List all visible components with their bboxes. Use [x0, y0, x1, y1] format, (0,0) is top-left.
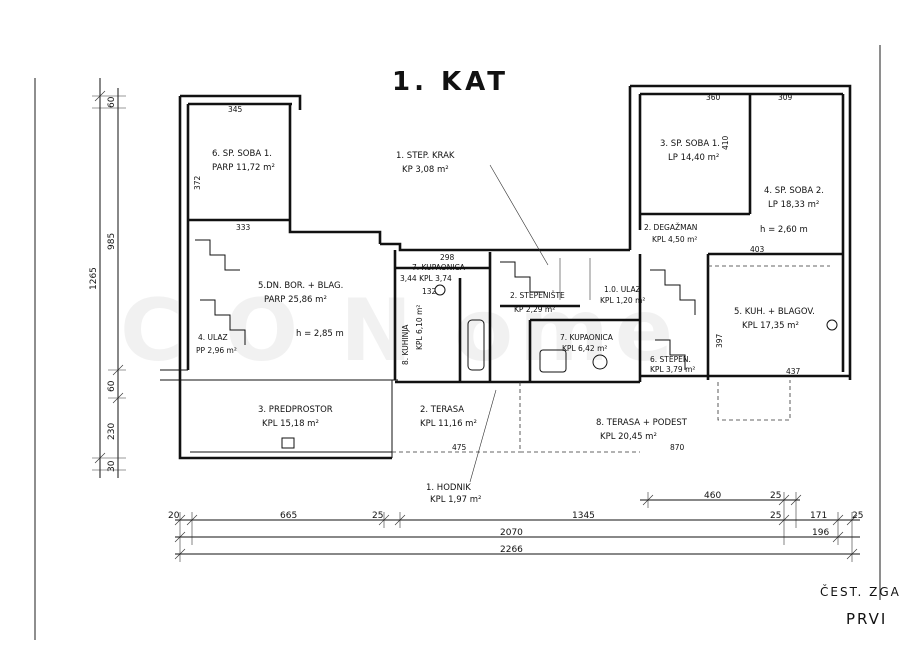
terasa-2-area: KPL 11,16 m²	[420, 419, 477, 429]
dim-60-top: 60	[107, 96, 117, 108]
note-prvi: PRVI	[846, 610, 887, 628]
stepkrak-name: 1. STEP. KRAK	[396, 151, 455, 161]
dim-665: 665	[280, 511, 297, 521]
dim-309: 309	[778, 93, 793, 102]
stepen-6-name: 6. STEPEN.	[650, 355, 691, 364]
kuhinja-8-area: KPL 6,10 m²	[415, 305, 424, 350]
dim-397: 397	[715, 333, 724, 348]
dim-460: 460	[704, 491, 721, 501]
room-4-name: 4. SP. SOBA 2.	[764, 186, 824, 196]
kupaonica-7a-name: 7. KUPAONICA	[412, 263, 466, 272]
dim-410: 410	[721, 135, 730, 150]
hodnik-leader-line	[469, 389, 497, 483]
hodnik-area: KPL 1,97 m²	[430, 495, 481, 505]
degazman-area: KPL 4,50 m²	[652, 235, 697, 244]
dim-1265: 1265	[89, 267, 99, 290]
room-3-area: LP 14,40 m²	[668, 153, 719, 163]
room-4-ulaz-name: 4. ULAZ	[198, 333, 228, 342]
room-6-name: 6. SP. SOBA 1.	[212, 149, 272, 159]
dashed-outlines	[392, 265, 830, 453]
dim-60-mid: 60	[107, 380, 117, 392]
dim-403: 403	[750, 245, 765, 254]
dim-2266: 2266	[500, 545, 523, 555]
room-4-ulaz-area: PP 2,96 m²	[196, 346, 237, 355]
dim-1345: 1345	[572, 511, 595, 521]
ulaz-1-area: KPL 1,20 m²	[600, 296, 645, 305]
bottom-dimension-chain	[174, 492, 860, 562]
dim-870: 870	[670, 443, 685, 452]
room-5-dn-name: 5.DN. BOR. + BLAG.	[258, 281, 343, 291]
dim-475: 475	[452, 443, 467, 452]
predprostor-area: KPL 15,18 m²	[262, 419, 319, 429]
dim-372: 372	[193, 175, 202, 190]
predprostor-name: 3. PREDPROSTOR	[258, 405, 333, 415]
dim-333: 333	[236, 223, 251, 232]
room-5-dn-area: PARP 25,86 m²	[264, 295, 327, 305]
stepkrak-area: KP 3,08 m²	[402, 165, 449, 175]
terasa-8-area: KPL 20,45 m²	[600, 432, 657, 442]
dim-985: 985	[107, 233, 117, 250]
dim-230: 230	[107, 423, 117, 440]
stepeniste-2-name: 2. STEPENIŠTE	[510, 291, 565, 300]
room-3-name: 3. SP. SOBA 1.	[660, 139, 720, 149]
bathroom-fixtures	[281, 284, 838, 449]
dim-196: 196	[812, 528, 829, 538]
watermark-text: C O N ome	[120, 281, 679, 381]
dim-25-b: 25	[770, 491, 781, 501]
dim-2070: 2070	[500, 528, 523, 538]
left-dimension-chain	[92, 78, 126, 478]
kupaonica-7b-area: KPL 6,42 m²	[562, 344, 607, 353]
height-left: h = 2,85 m	[296, 329, 344, 339]
ulaz-1-name: 1.0. ULAZ	[604, 285, 641, 294]
dim-298: 298	[440, 253, 455, 262]
dim-345: 345	[228, 105, 243, 114]
stair-hatching	[195, 239, 696, 370]
dim-30: 30	[107, 460, 117, 472]
terasa-2-name: 2. TERASA	[420, 405, 464, 415]
room-4-area: LP 18,33 m²	[768, 200, 819, 210]
room-5-kuh-name: 5. KUH. + BLAGOV.	[734, 307, 815, 317]
stepen-6-area: KPL 3,79 m²	[650, 365, 695, 374]
stepkrak-leader-line	[489, 164, 549, 266]
plan-title: 1. KAT	[392, 67, 509, 97]
dim-25-d: 25	[852, 511, 863, 521]
walls	[160, 84, 852, 460]
kupaonica-7a-area: 3,44 KPL 3,74	[400, 274, 452, 283]
degazman-name: 2. DEGAŽMAN	[644, 223, 697, 232]
note-cest: ČEST. ZGA	[820, 584, 901, 599]
stepeniste-2-area: KP 2,29 m²	[514, 305, 555, 314]
terasa-8-name: 8. TERASA + PODEST	[596, 418, 688, 428]
hodnik-name: 1. HODNIK	[426, 483, 471, 493]
height-right: h = 2,60 m	[760, 225, 808, 235]
dim-360: 360	[706, 93, 721, 102]
kupaonica-7b-name: 7. KUPAONICA	[560, 333, 614, 342]
dim-25-a: 25	[372, 511, 383, 521]
dim-437: 437	[786, 367, 801, 376]
dim-20: 20	[168, 511, 180, 521]
dim-171: 171	[810, 511, 827, 521]
dim-25-c: 25	[770, 511, 781, 521]
kuhinja-8-name: 8. KUHINJA	[401, 324, 410, 365]
room-5-kuh-area: KPL 17,35 m²	[742, 321, 799, 331]
room-6-area: PARP 11,72 m²	[212, 163, 275, 173]
dim-132: 132	[422, 287, 437, 296]
